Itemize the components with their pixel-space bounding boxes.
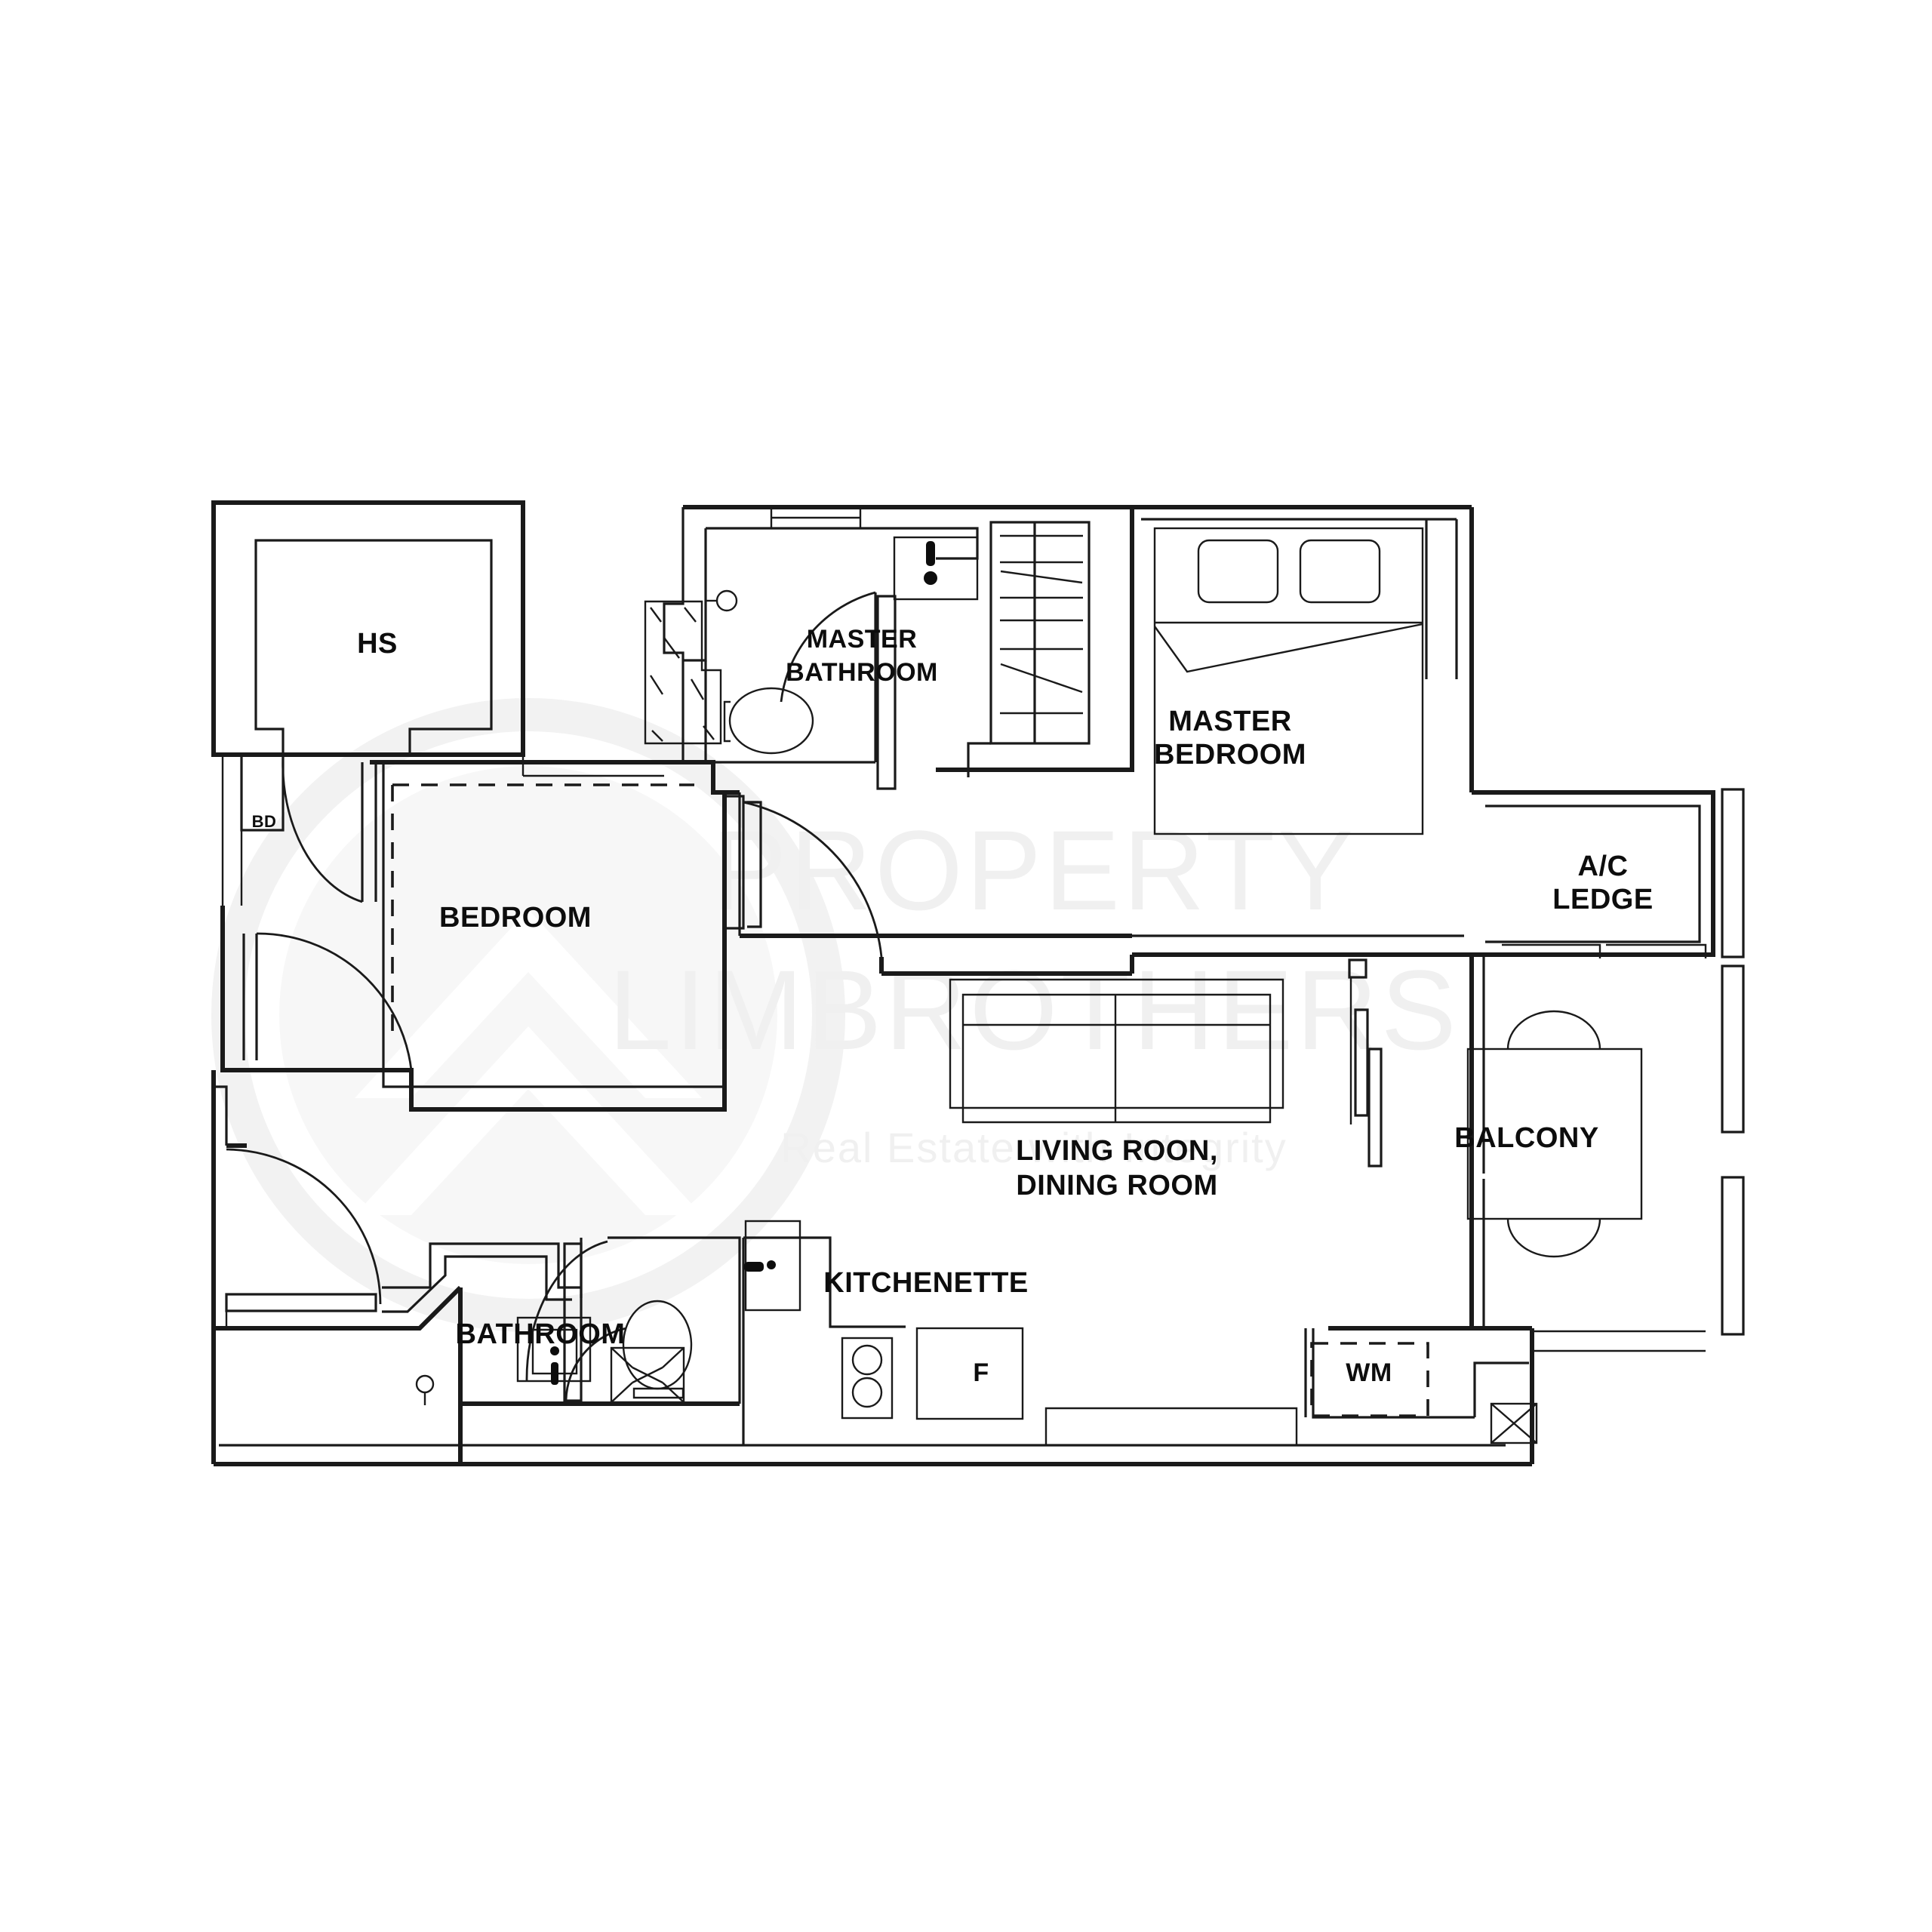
- appliance-label-group: BD F WM: [252, 812, 1392, 1387]
- building-outline: [211, 500, 1745, 1466]
- room-label-master-bath-1: MASTER: [807, 625, 918, 654]
- room-label-ac-ledge-2: LEDGE: [1552, 884, 1653, 915]
- room-label-bathroom: BATHROOM: [456, 1318, 626, 1350]
- watermark-text-group: PROPERTY LIMBROTHERS Real Estate with In…: [608, 807, 1459, 1171]
- room-label-living-1: LIVING ROON,: [1016, 1135, 1218, 1167]
- room-label-master-bed-1: MASTER: [1168, 706, 1291, 737]
- room-label-balcony: BALCONY: [1454, 1122, 1598, 1154]
- watermark-line-1: PROPERTY: [712, 807, 1356, 934]
- appliance-label-f: F: [973, 1358, 989, 1387]
- room-label-group: HS BEDROOM MASTER BATHROOM MASTER BEDROO…: [357, 625, 1653, 1350]
- appliance-label-bd: BD: [252, 812, 277, 831]
- room-label-kitchenette: KITCHENETTE: [823, 1267, 1029, 1299]
- watermark-logo: [211, 698, 845, 1332]
- room-label-bedroom: BEDROOM: [439, 902, 592, 934]
- room-label-living-2: DINING ROOM: [1016, 1170, 1217, 1201]
- room-label-master-bed-2: BEDROOM: [1154, 739, 1306, 771]
- room-label-ac-ledge-1: A/C: [1578, 851, 1629, 882]
- room-label-hs: HS: [357, 628, 398, 660]
- appliance-label-wm: WM: [1346, 1358, 1392, 1387]
- watermark-line-2: LIMBROTHERS: [608, 946, 1459, 1073]
- watermark-tagline: Real Estate with Integrity: [780, 1124, 1287, 1171]
- room-label-master-bath-2: BATHROOM: [786, 658, 938, 687]
